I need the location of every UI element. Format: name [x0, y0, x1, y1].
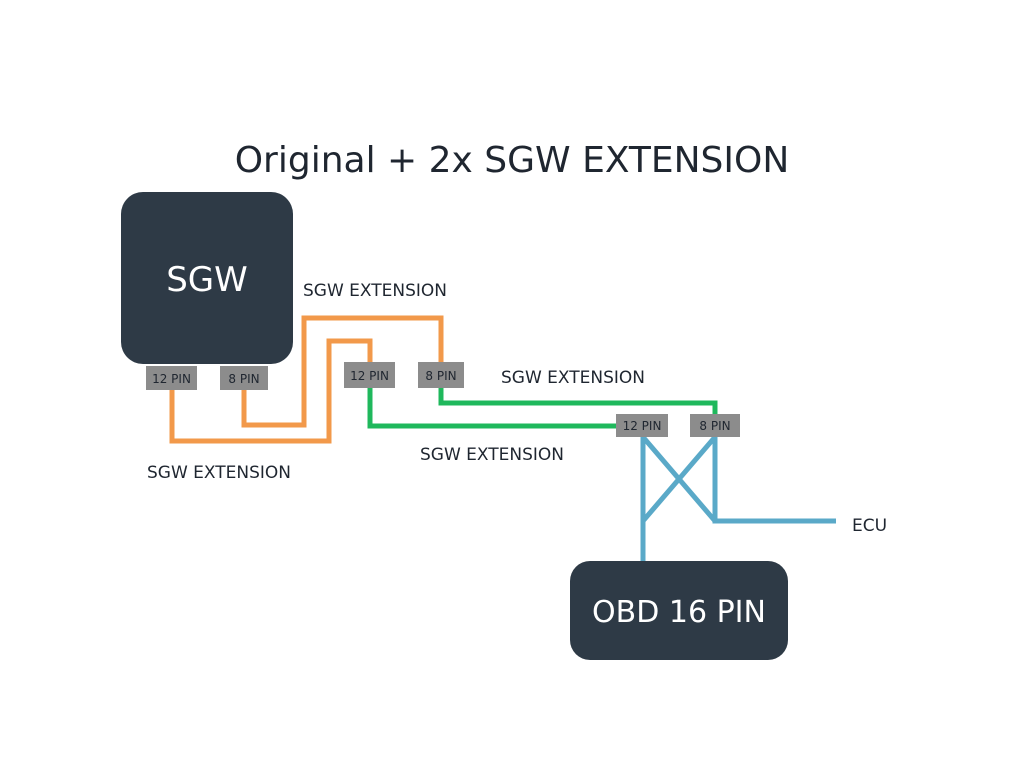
sgw-box [121, 192, 293, 364]
green-wire-12pin [367, 388, 618, 429]
obd-box [570, 561, 788, 660]
diagram-title: Original + 2x SGW EXTENSION [235, 140, 790, 181]
sgw-box-label: SGW [166, 260, 248, 300]
sgw-12pin-connector: 12 PIN [146, 366, 197, 390]
sgw-extension-label-bottom-left: SGW EXTENSION [147, 463, 291, 483]
obd-box-label: OBD 16 PIN [592, 595, 766, 630]
sgw-8pin-connector: 8 PIN [220, 366, 268, 390]
sgw-module: SGW [121, 192, 293, 364]
sgw-extension-label-right: SGW EXTENSION [501, 368, 645, 388]
ext1-8pin-connector: 8 PIN [418, 362, 464, 388]
pin-label: 8 PIN [228, 372, 259, 386]
pin-box [616, 414, 668, 437]
green-wires [367, 388, 718, 429]
pin-label: 12 PIN [623, 419, 662, 433]
pin-label: 8 PIN [699, 419, 730, 433]
orange-wires [169, 315, 444, 444]
ext2-12pin-connector: 12 PIN [616, 414, 668, 437]
sgw-extension-label-middle: SGW EXTENSION [420, 445, 564, 465]
blue-wire-8pin-to-obd [641, 435, 717, 523]
obd-module: OBD 16 PIN [570, 561, 788, 660]
ext1-12pin-connector: 12 PIN [344, 362, 395, 388]
pin-label: 12 PIN [350, 369, 389, 383]
orange-wire-8pin [241, 315, 444, 428]
blue-wires [640, 435, 836, 562]
blue-wire-8pin-to-ecu [712, 437, 836, 524]
orange-wire-12pin [169, 338, 373, 444]
pin-box [146, 366, 197, 390]
pin-box [418, 362, 464, 388]
pin-label: 8 PIN [425, 369, 456, 383]
ext2-8pin-connector: 8 PIN [690, 414, 740, 437]
sgw-extension-label-top: SGW EXTENSION [303, 281, 447, 301]
pin-label: 12 PIN [152, 372, 191, 386]
pin-box [344, 362, 395, 388]
green-wire-8pin [438, 388, 718, 414]
pin-box [220, 366, 268, 390]
pin-box [690, 414, 740, 437]
ecu-label: ECU [852, 516, 887, 536]
